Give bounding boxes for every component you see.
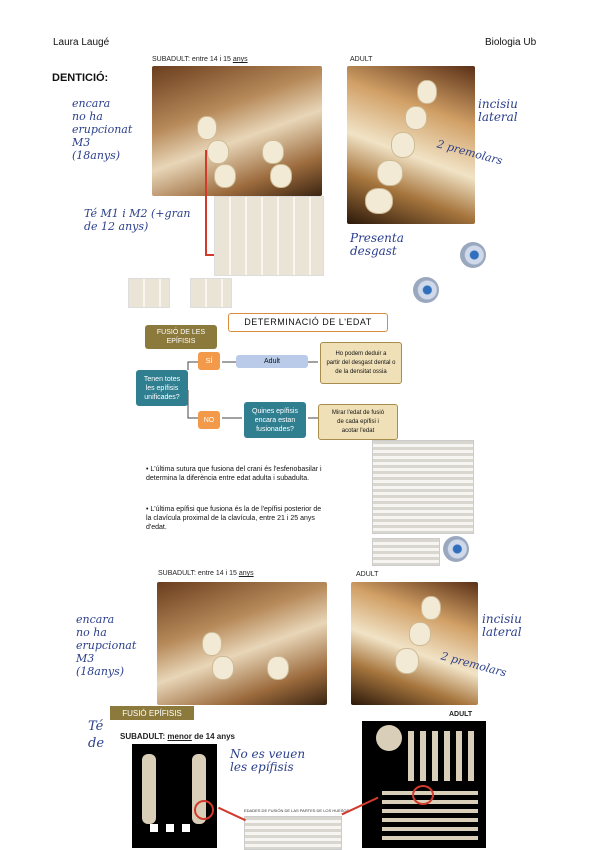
adult-box: Adult <box>236 355 308 368</box>
note-encara-no-ha: encara no ha erupcionat M3 (18anys) <box>72 97 133 162</box>
subject-name: Biologia Ub <box>485 37 537 48</box>
author-name: Laura Laugé <box>53 37 110 48</box>
note-incisiu-lateral-2: incisiu lateral <box>482 612 522 639</box>
dental-development-chart <box>214 196 324 276</box>
flowchart-title: DETERMINACIÓ DE L'EDAT <box>228 313 388 332</box>
adult-teeth-photo <box>347 66 475 224</box>
audio-speaker-icon[interactable] <box>443 536 469 562</box>
note-de: de <box>88 736 105 751</box>
dental-chart-small-2 <box>190 278 232 308</box>
adult-result-box: Ho podem deduir a partir del desgast den… <box>320 342 402 384</box>
quines-epifisis-box: Quines epífisis encara estan fusionades? <box>244 402 306 438</box>
flowchart-connectors <box>187 361 318 419</box>
subadult-teeth-photo <box>152 66 322 196</box>
fusion-chart-title: EDADES DE FUSIÓN DE LAS PARTES DE LOS HU… <box>244 808 350 813</box>
bullet-1: • L'última sutura que fusiona del crani … <box>146 466 322 482</box>
adult-caption-3: ADULT <box>449 711 473 718</box>
subadult-teeth-photo-2 <box>157 582 327 705</box>
section-title: DENTICIÓ: <box>52 72 109 84</box>
subadult-caption-2: SUBADULT: entre 14 i 15 anys <box>158 570 254 577</box>
adult-caption-2: ADULT <box>356 571 379 578</box>
answer-si: SÍ <box>198 352 220 370</box>
adult-caption: ADULT <box>350 56 373 63</box>
adult-teeth-photo-2 <box>351 582 478 705</box>
adult-bones-photo <box>362 721 486 848</box>
audio-speaker-icon[interactable] <box>413 277 439 303</box>
note-no-es-veuen: No es veuen les epífisis <box>230 747 306 774</box>
bone-detail-chart <box>372 538 440 566</box>
note-te-m1-m2: Té M1 i M2 (+gran de 12 anys) <box>84 207 191 233</box>
dental-chart-small-1 <box>128 278 170 308</box>
skeleton-fusion-chart <box>372 440 474 534</box>
fusion-age-chart <box>244 816 342 850</box>
mirar-edat-box: Mirar l'edat de fusió de cada epífisi i … <box>318 404 398 440</box>
answer-no: NO <box>198 411 220 429</box>
fusio-epifisis-label: FUSIÓ DE LES EPÍFISIS <box>145 325 217 349</box>
note-te: Té <box>88 719 104 734</box>
fusio-epifisis-banner: FUSIÓ EPÍFISIS <box>110 706 194 720</box>
question-box: Tenen totes les epífisis unificades? <box>136 370 188 406</box>
bullet-2: • L'última epífisi que fusiona és la de … <box>146 506 322 531</box>
note-incisiu-lateral: incisiu lateral <box>478 97 518 124</box>
subadult-caption: SUBADULT: entre 14 i 15 anys <box>152 56 248 63</box>
audio-speaker-icon[interactable] <box>460 242 486 268</box>
note-encara-no-ha-2: encara no ha erupcionat M3 (18anys) <box>76 613 137 678</box>
note-presenta-desgast: Presenta desgast <box>350 231 404 258</box>
subadult-bones-photo <box>132 744 217 848</box>
subadult-caption-3: SUBADULT: menor de 14 anys <box>120 732 235 741</box>
